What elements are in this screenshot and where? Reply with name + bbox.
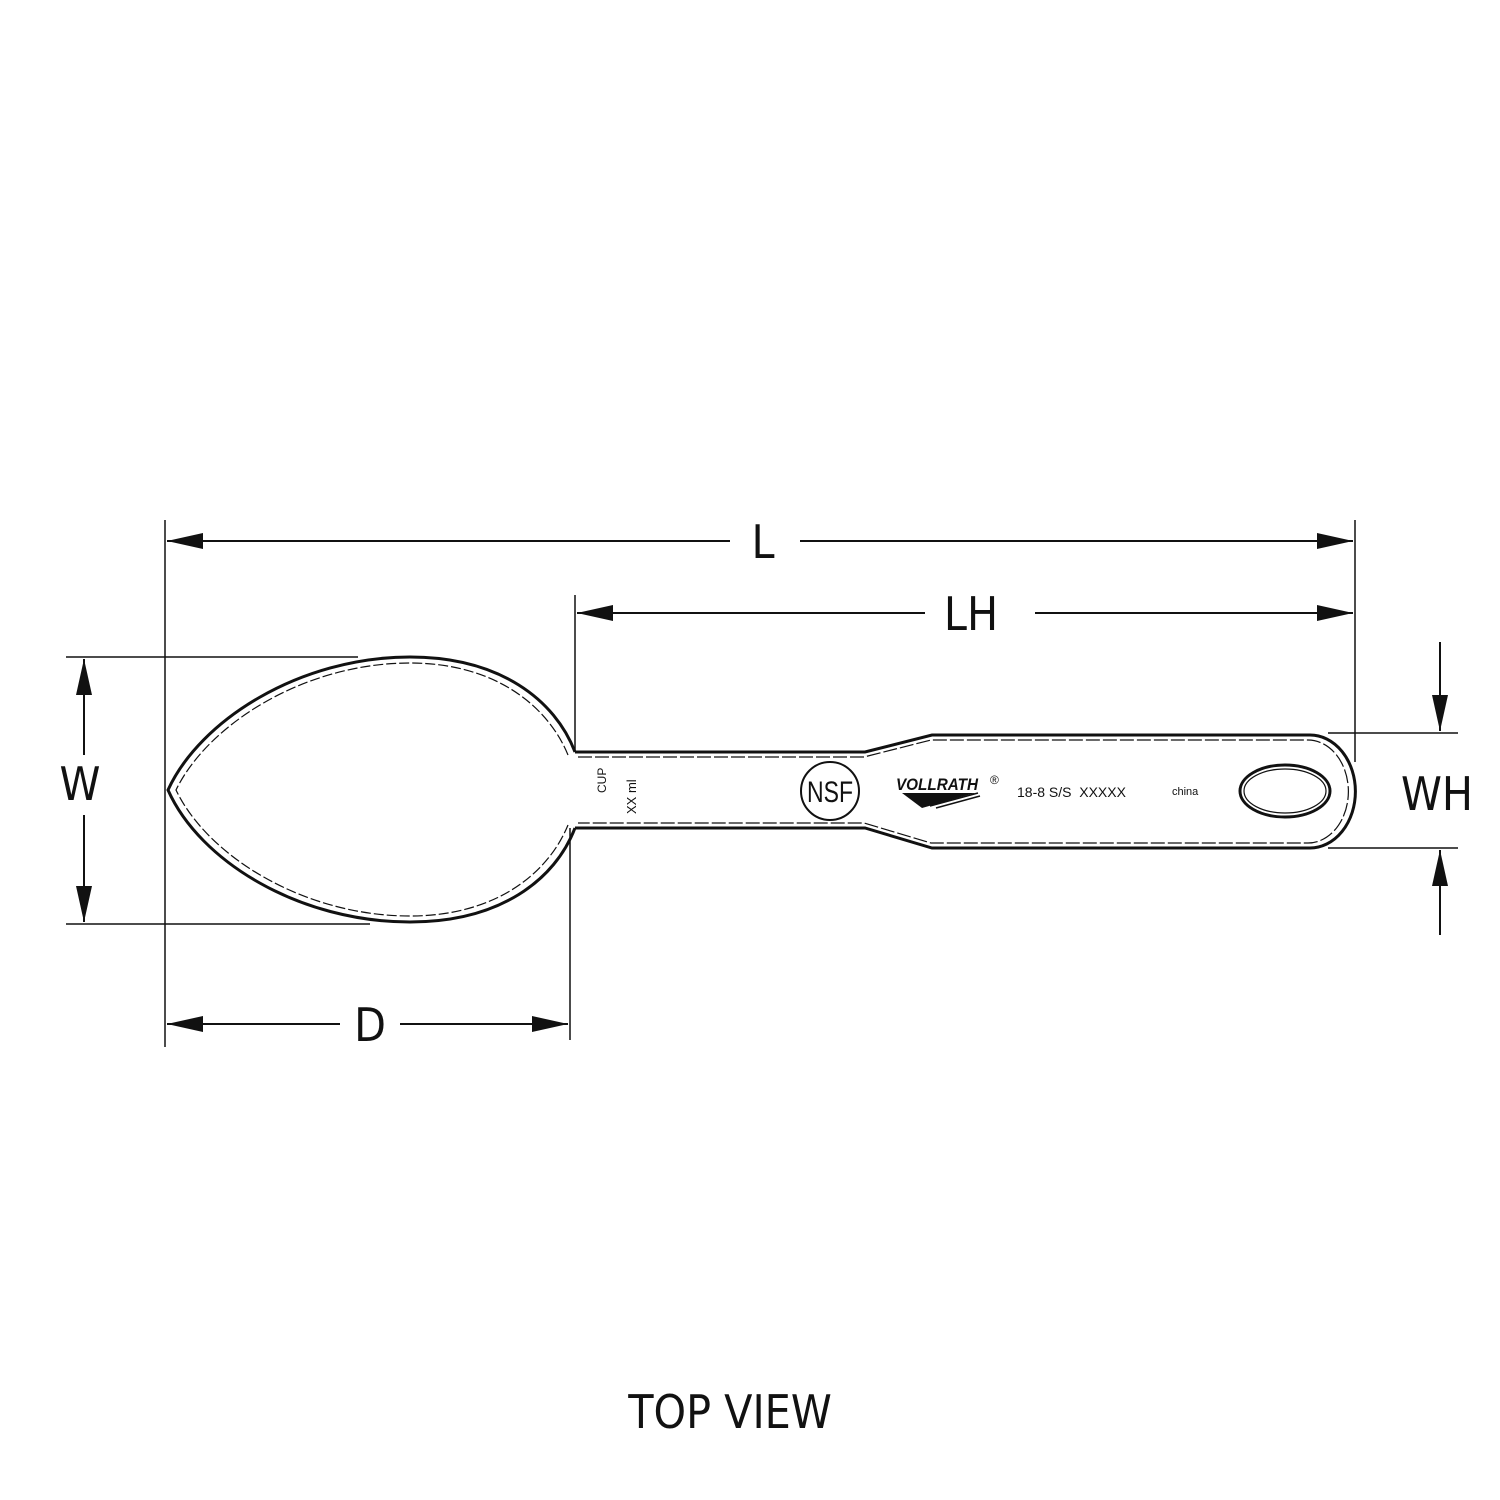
nsf-logo-text: NSF [807, 776, 853, 809]
vollrath-logo: VOLLRATH ® [896, 773, 999, 809]
view-caption: TOP VIEW [627, 1385, 832, 1439]
d-label: D [354, 998, 386, 1052]
volume-marking: XX ml [624, 779, 639, 814]
spoon-outline [166, 655, 1357, 924]
nsf-seal [800, 761, 860, 821]
lh-label: LH [944, 587, 998, 641]
w-label: W [60, 757, 101, 811]
unit-marking: CUP [595, 768, 609, 793]
spoon-bowl-inner [175, 662, 569, 917]
hanging-hole [1238, 763, 1332, 819]
l-label: L [751, 515, 774, 569]
origin-marking: china [1172, 786, 1199, 798]
spoon-handle [575, 733, 1357, 850]
brand-logo-text: VOLLRATH [896, 775, 979, 794]
spoon-handle-inner [578, 739, 1349, 844]
spoon-bowl [166, 655, 577, 924]
wh-label: WH [1401, 767, 1473, 821]
registered-mark: ® [990, 773, 999, 787]
hanging-hole-inner [1243, 768, 1327, 814]
material-code: 18-8 S/S XXXXX [1017, 784, 1127, 800]
